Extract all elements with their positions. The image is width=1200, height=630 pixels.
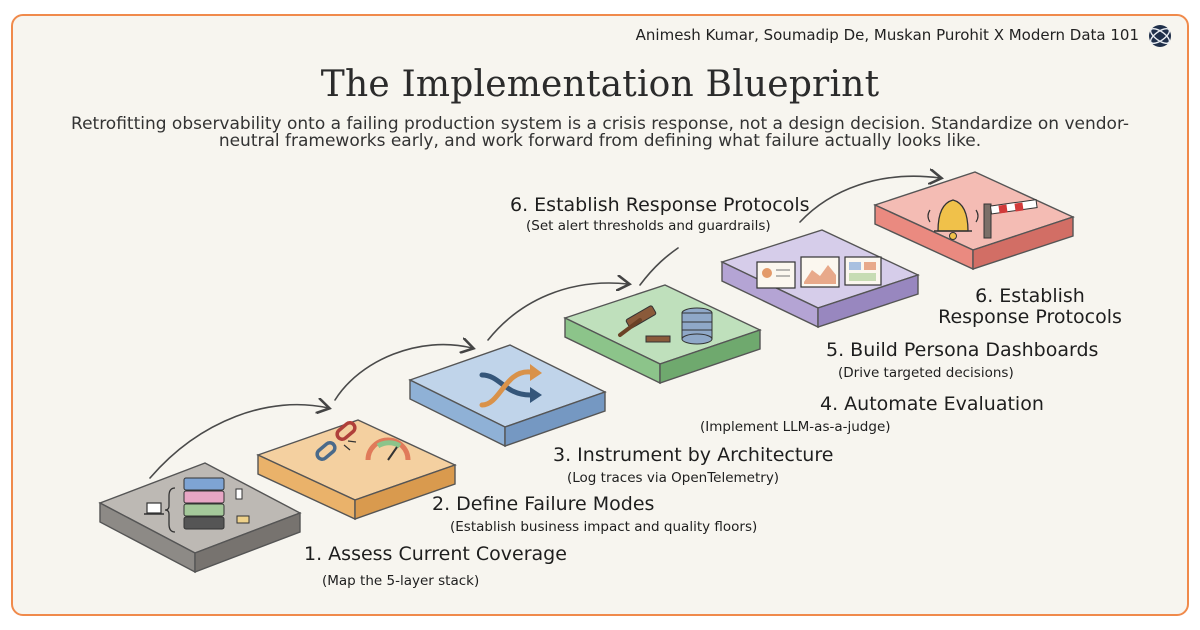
laptop-stack-icon xyxy=(144,477,250,533)
step-4-detail: (Implement LLM-as-a-judge) xyxy=(700,419,891,435)
page-title: The Implementation Blueprint xyxy=(320,64,880,105)
top-step-label: 6. Establish Response Protocols (Set ale… xyxy=(510,195,810,235)
step-5-detail: (Drive targeted decisions) xyxy=(838,365,1014,381)
step-5-label: 5. Build Persona Dashboards (Drive targe… xyxy=(826,340,1098,382)
top-step-detail: (Set alert thresholds and guardrails) xyxy=(526,218,771,234)
arrow-3-4 xyxy=(487,283,628,341)
dashboard-panels-icon xyxy=(756,256,882,289)
tile-4-automate xyxy=(563,284,762,385)
shuffle-arrows-icon xyxy=(479,364,542,408)
step-2-title: 2. Define Failure Modes xyxy=(432,493,655,515)
arrow-4-top xyxy=(639,247,679,286)
step-3-label: 3. Instrument by Architecture (Log trace… xyxy=(553,445,833,487)
page-subtitle: Retrofitting observability onto a failin… xyxy=(71,114,1129,151)
step-1-title: 1. Assess Current Coverage xyxy=(304,543,567,565)
step-6-title: 6. Establish Response Protocols xyxy=(938,285,1122,328)
arrow-1-2 xyxy=(149,405,328,479)
step-5-title: 5. Build Persona Dashboards xyxy=(826,339,1099,361)
tile-2-define xyxy=(256,419,457,521)
flow-arrows xyxy=(149,176,940,479)
step-4-title: 4. Automate Evaluation xyxy=(820,393,1044,415)
tile-6-response xyxy=(873,171,1075,271)
step-6-label: 6. Establish Response Protocols xyxy=(935,286,1125,328)
step-2-label: 2. Define Failure Modes (Establish busin… xyxy=(432,494,757,536)
arrow-2-3 xyxy=(334,345,472,401)
top-step-title: 6. Establish Response Protocols xyxy=(510,194,810,216)
globe-icon xyxy=(1149,25,1171,47)
bell-barrier-icon xyxy=(927,199,1038,240)
step-1-label: 1. Assess Current Coverage (Map the 5-la… xyxy=(304,544,567,590)
step-1-detail: (Map the 5-layer stack) xyxy=(322,573,480,589)
step-3-title: 3. Instrument by Architecture xyxy=(553,444,834,466)
step-3-detail: (Log traces via OpenTelemetry) xyxy=(567,470,780,486)
broken-chain-gauge-icon xyxy=(315,421,411,461)
step-4-label: 4. Automate Evaluation (Implement LLM-as… xyxy=(700,394,1044,436)
step-2-detail: (Establish business impact and quality f… xyxy=(450,519,758,535)
tile-3-instrument xyxy=(408,344,607,448)
arrow-top-6 xyxy=(799,176,940,223)
gavel-database-icon xyxy=(618,305,713,345)
credit-text: Animesh Kumar, Soumadip De, Muskan Puroh… xyxy=(635,26,1139,44)
